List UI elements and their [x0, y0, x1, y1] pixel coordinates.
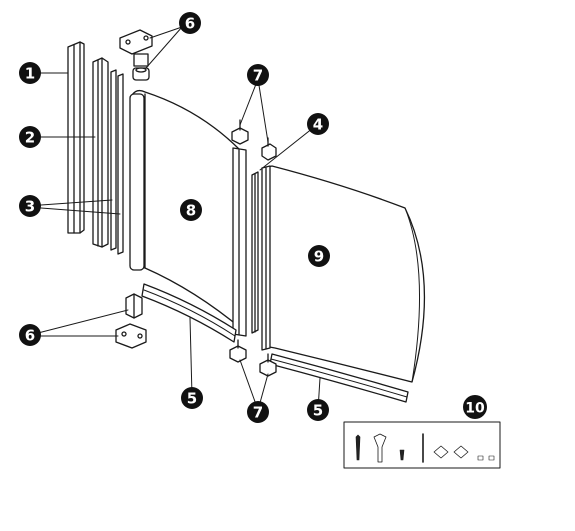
callout-5-left-label: 5	[187, 390, 197, 408]
callout-8-label: 8	[186, 202, 196, 220]
callout-7-top-label: 7	[253, 67, 263, 85]
callout-2-label: 2	[25, 129, 35, 147]
seal-strips	[110, 69, 124, 255]
callout-1-label: 1	[25, 65, 35, 83]
callout-6-top-label: 6	[185, 15, 195, 33]
bottom-seal-right	[269, 353, 409, 403]
callout-4-label: 4	[313, 116, 323, 134]
callout-7-top: 7	[247, 64, 269, 86]
top-pivot-bracket	[119, 29, 153, 81]
callout-badges: 1 2 3 4 5 5 6 6	[19, 12, 487, 423]
callout-6-bottom-label: 6	[25, 327, 35, 345]
callout-10-label: 10	[465, 401, 485, 417]
callout-8: 8	[180, 199, 202, 221]
leader-lines	[37, 26, 321, 411]
callout-7-bottom-label: 7	[253, 404, 263, 422]
callout-5-right: 5	[307, 399, 329, 421]
hardware-kit	[343, 421, 501, 469]
lower-pivot-bracket	[115, 293, 147, 349]
callout-1: 1	[19, 62, 41, 84]
callout-7-bottom: 7	[247, 401, 269, 423]
callout-5-left: 5	[181, 387, 203, 409]
callout-3: 3	[19, 195, 41, 217]
callout-2: 2	[19, 126, 41, 148]
sliding-curved-panel	[261, 165, 426, 383]
magnetic-seal	[251, 171, 259, 334]
bottom-seal-left	[141, 283, 237, 343]
callout-6-top: 6	[179, 12, 201, 34]
profile-channel	[92, 57, 109, 248]
callout-5-right-label: 5	[313, 402, 323, 420]
callout-4: 4	[307, 113, 329, 135]
callout-10: 10	[463, 395, 487, 419]
callout-3-label: 3	[25, 198, 35, 216]
callout-6-bottom: 6	[19, 324, 41, 346]
lower-hinge-clips	[229, 339, 277, 377]
callout-9-label: 9	[314, 248, 324, 266]
callout-9: 9	[308, 245, 330, 267]
